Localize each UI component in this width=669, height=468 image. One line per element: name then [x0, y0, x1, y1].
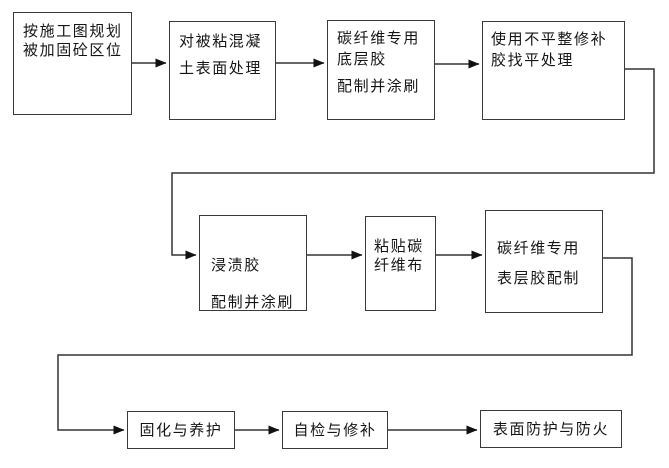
node-text-line: 浸渍胶 — [211, 256, 261, 274]
node-text-line: 使用不平整修补 — [491, 30, 608, 48]
flow-node-surface-protection: 表面防护与防火 — [480, 410, 622, 448]
node-text-line: 碳纤维专用 — [337, 29, 421, 47]
node-text-line: 配制并涂刷 — [211, 293, 295, 311]
flow-node-plan-area: 按施工图规划 被加固砼区位 — [13, 12, 132, 115]
flow-node-impregnating-adhesive: 浸渍胶 配制并涂刷 — [199, 215, 307, 311]
node-text-line: 碳纤维专用 — [497, 239, 581, 257]
node-text-line: 土表面处理 — [179, 59, 263, 77]
connector-topcoat-to-curing — [57, 257, 633, 435]
node-text-line: 粘贴碳 — [374, 237, 424, 255]
node-text-line: 表面防护与防火 — [492, 420, 610, 438]
flow-node-topcoat-adhesive: 碳纤维专用 表层胶配制 — [485, 210, 603, 313]
flow-node-leveling-repair: 使用不平整修补 胶找平处理 — [482, 21, 625, 120]
node-text-line: 对被粘混凝 — [179, 32, 263, 50]
node-text-line: 被加固砼区位 — [23, 41, 123, 59]
flow-node-paste-carbon-fiber: 粘贴碳 纤维布 — [365, 216, 436, 311]
node-text-line: 表层胶配制 — [497, 269, 581, 287]
node-text-line: 胶找平处理 — [491, 51, 575, 69]
node-text-line: 纤维布 — [374, 256, 424, 274]
flow-node-curing: 固化与养护 — [127, 411, 235, 449]
node-text-line: 底层胶 — [337, 50, 387, 68]
flow-node-surface-treatment: 对被粘混凝 土表面处理 — [169, 21, 276, 120]
flow-node-primer-adhesive: 碳纤维专用 底层胶 配制并涂刷 — [327, 20, 435, 120]
node-text-line: 配制并涂刷 — [337, 77, 421, 95]
node-text-line: 按施工图规划 — [23, 22, 123, 40]
flow-node-self-inspection: 自检与修补 — [282, 411, 388, 449]
node-text-line: 自检与修补 — [293, 421, 377, 439]
connector-leveling-to-impregnate — [171, 68, 655, 260]
node-text-line: 固化与养护 — [139, 421, 223, 439]
